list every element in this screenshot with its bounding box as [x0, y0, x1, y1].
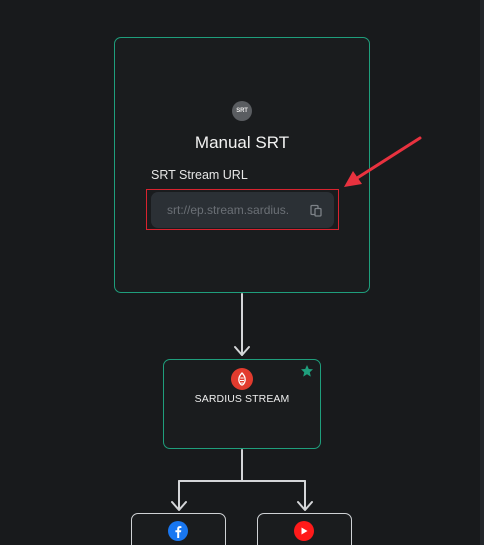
sardius-logo-icon	[231, 368, 253, 390]
annotation-arrow-icon	[344, 136, 422, 187]
copy-icon[interactable]	[309, 203, 323, 217]
annotation-highlight-box	[146, 189, 339, 230]
facebook-icon	[168, 521, 188, 541]
scrollbar-track[interactable]	[480, 0, 484, 545]
arrowhead-stream	[234, 346, 250, 356]
srt-logo-icon: SRT	[232, 101, 252, 121]
star-icon[interactable]	[300, 364, 314, 378]
youtube-icon	[294, 521, 314, 541]
stream-node-title: SARDIUS STREAM	[194, 393, 290, 405]
srt-url-label: SRT Stream URL	[151, 168, 248, 182]
arrowhead-youtube	[297, 501, 313, 511]
arrowhead-facebook	[171, 501, 187, 511]
source-node-manual-srt[interactable]	[114, 37, 370, 293]
srt-url-input[interactable]	[151, 192, 334, 228]
source-node-title: Manual SRT	[194, 133, 290, 152]
